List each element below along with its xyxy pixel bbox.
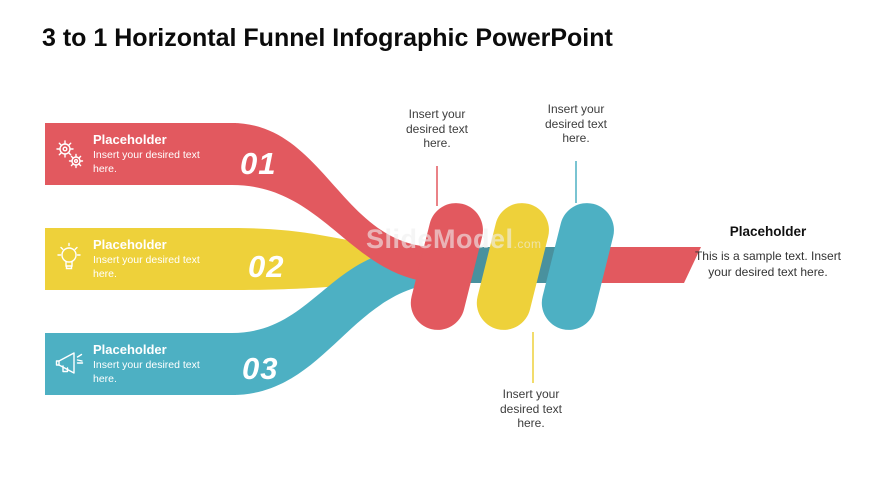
right-panel-body: This is a sample text. Insert your desir… (694, 249, 842, 280)
slide-title: 3 to 1 Horizontal Funnel Infographic Pow… (42, 24, 613, 52)
step-number-1: 01 (240, 146, 277, 181)
megaphone-icon (45, 346, 93, 382)
step-desc-3: Insert your desired text here. (93, 359, 200, 385)
step-text-3: Placeholder Insert your desired text her… (93, 342, 236, 385)
step-number-2: 02 (248, 249, 285, 284)
watermark-text: SlideModel (366, 224, 514, 254)
step-desc-2: Insert your desired text here. (93, 254, 200, 280)
step-text-1: Placeholder Insert your desired text her… (93, 132, 236, 175)
watermark: SlideModel.com (366, 224, 542, 255)
twist-capsule-teal (541, 203, 614, 330)
lightbulb-icon (45, 241, 93, 277)
step-title-1: Placeholder (93, 132, 167, 148)
ribbon-red-curve (232, 123, 465, 283)
step-desc-1: Insert your desired text here. (93, 149, 200, 175)
step-banner-1: Placeholder Insert your desired text her… (45, 123, 236, 185)
step-title-2: Placeholder (93, 237, 167, 253)
callout-top-left: Insert your desired text here. (405, 107, 469, 151)
step-text-2: Placeholder Insert your desired text her… (93, 237, 236, 280)
twist-capsule-yellow (476, 203, 549, 330)
step-banner-3: Placeholder Insert your desired text her… (45, 333, 236, 395)
watermark-suffix: .com (513, 237, 542, 251)
right-panel: Placeholder This is a sample text. Inser… (688, 224, 848, 280)
right-panel-title: Placeholder (729, 224, 807, 239)
step-number-3: 03 (242, 351, 279, 386)
step-banner-2: Placeholder Insert your desired text her… (45, 228, 236, 290)
step-title-3: Placeholder (93, 342, 167, 358)
twist-capsule-red (410, 203, 483, 330)
gears-icon (45, 136, 93, 172)
callout-bottom: Insert your desired text here. (499, 387, 563, 431)
ribbon-red-right (585, 247, 701, 283)
callout-top-right: Insert your desired text here. (544, 102, 608, 146)
